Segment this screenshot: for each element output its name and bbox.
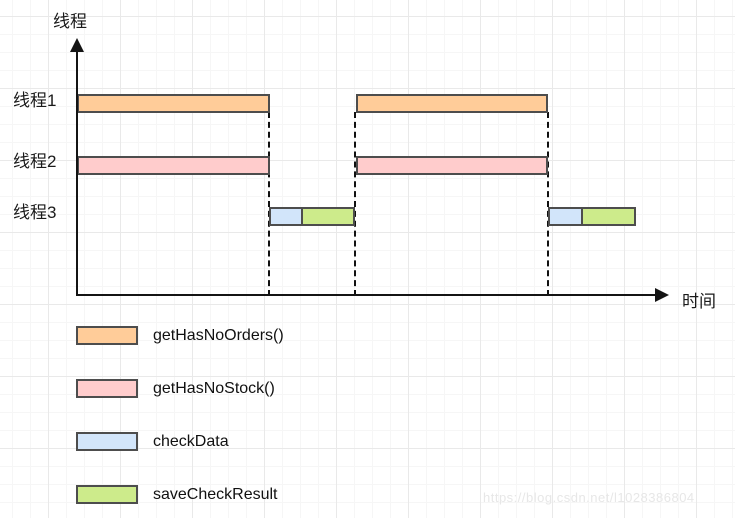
legend-label: saveCheckResult xyxy=(153,485,278,503)
bar-getHasNoStock-1 xyxy=(77,156,270,175)
legend-item-getHasNoStock: getHasNoStock() xyxy=(76,379,275,398)
legend-swatch-pink xyxy=(76,379,138,398)
legend-item-getHasNoOrders: getHasNoOrders() xyxy=(76,326,284,345)
thread-label-1: 线程1 xyxy=(13,91,57,110)
dashed-line-3 xyxy=(547,112,549,296)
legend-swatch-green xyxy=(76,485,138,504)
x-axis-arrow-icon xyxy=(655,288,669,302)
bar-saveCheckResult-2 xyxy=(581,207,636,226)
bar-getHasNoStock-2 xyxy=(356,156,548,175)
legend-label: getHasNoOrders() xyxy=(153,326,284,344)
bar-getHasNoOrders-1 xyxy=(77,94,270,113)
y-axis-title: 线程 xyxy=(53,12,87,31)
legend-swatch-orange xyxy=(76,326,138,345)
legend-item-saveCheckResult: saveCheckResult xyxy=(76,485,278,504)
bar-getHasNoOrders-2 xyxy=(356,94,548,113)
legend-swatch-blue xyxy=(76,432,138,451)
bar-saveCheckResult-1 xyxy=(301,207,355,226)
x-axis-title: 时间 xyxy=(682,292,716,311)
y-axis-line xyxy=(76,50,78,296)
legend-label: getHasNoStock() xyxy=(153,379,275,397)
legend-item-checkData: checkData xyxy=(76,432,229,451)
thread-label-3: 线程3 xyxy=(13,203,57,222)
y-axis-arrow-icon xyxy=(70,38,84,52)
dashed-line-1 xyxy=(268,112,270,296)
bar-checkData-2 xyxy=(548,207,583,226)
legend-label: checkData xyxy=(153,432,229,450)
dashed-line-2 xyxy=(354,112,356,296)
watermark-text: https://blog.csdn.net/l1028386804 xyxy=(483,490,695,505)
thread-label-2: 线程2 xyxy=(13,152,57,171)
bar-checkData-1 xyxy=(269,207,303,226)
x-axis-line xyxy=(76,294,656,296)
